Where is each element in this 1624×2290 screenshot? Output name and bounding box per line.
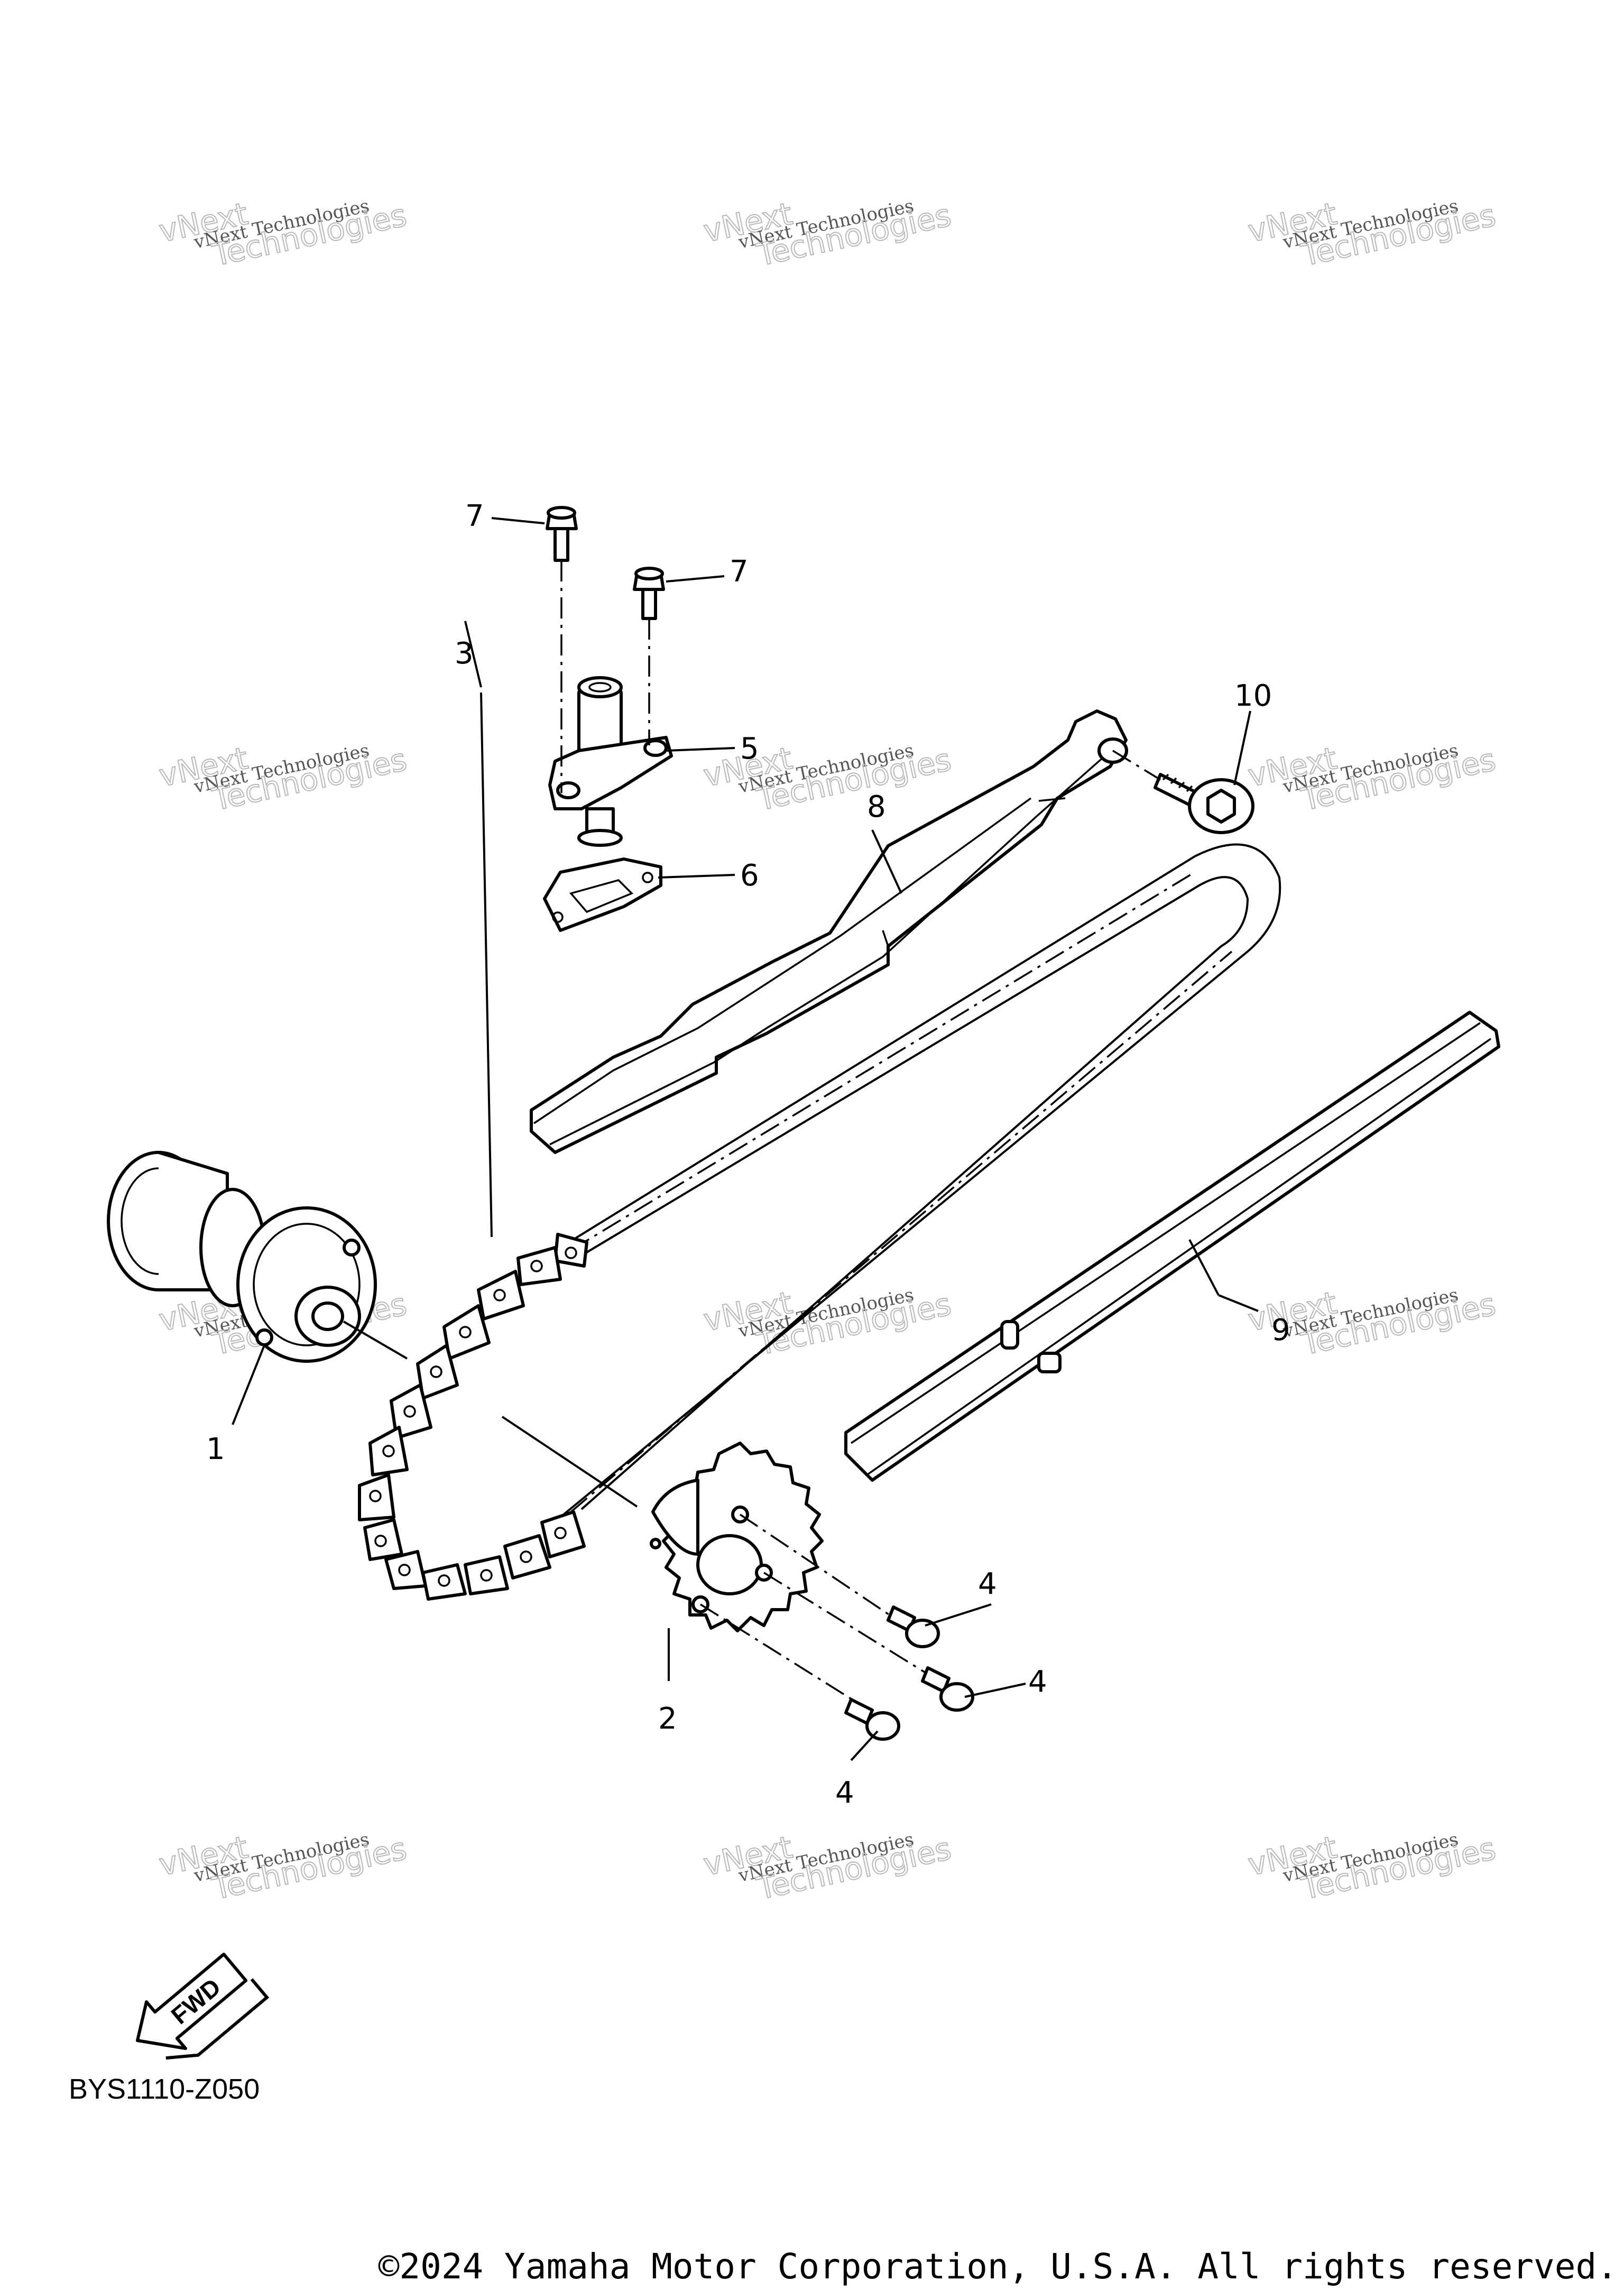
- guide-bolt: [1112, 750, 1254, 834]
- chain-tensioner: [548, 676, 673, 847]
- tensioner-bolts: [546, 506, 665, 793]
- bolt-4c: [844, 1698, 900, 1741]
- watermark: vNext vNext Technologies Technologies: [1244, 740, 1499, 818]
- watermark: vNext vNext Technologies Technologies: [1244, 195, 1499, 274]
- callout-9: 9: [1271, 1313, 1290, 1347]
- callout-4b: 4: [1028, 1665, 1047, 1699]
- callouts: 1 2 3 4 4 4 5 6 7 7 8 9 10: [206, 499, 1290, 1810]
- callout-4c: 4: [835, 1776, 854, 1810]
- callout-6: 6: [740, 858, 759, 893]
- bolt-4a: [887, 1605, 940, 1648]
- diagram-code: BYS1110-Z050: [69, 2073, 260, 2105]
- callout-7a: 7: [465, 499, 484, 533]
- sprocket-bolts: [700, 1513, 974, 1741]
- watermark: vNext vNext Technologies Technologies: [1244, 1829, 1499, 1907]
- callout-1: 1: [206, 1432, 225, 1466]
- cam-chain: [358, 843, 1281, 1601]
- copyright-notice: ©2024 Yamaha Motor Corporation, U.S.A. A…: [379, 2246, 1618, 2287]
- watermark: vNext vNext Technologies Technologies: [155, 195, 410, 274]
- callout-7b: 7: [730, 555, 749, 589]
- bolt-4b: [921, 1666, 974, 1712]
- callout-10: 10: [1234, 679, 1272, 713]
- leader-lines: [232, 517, 1259, 1761]
- tensioner-gasket: [543, 857, 662, 932]
- watermark: vNext vNext Technologies Technologies: [155, 1829, 410, 1907]
- watermark: vNext vNext Technologies Technologies: [1244, 1284, 1499, 1363]
- callout-4a: 4: [978, 1567, 997, 1601]
- callout-8: 8: [867, 790, 886, 824]
- cam-sprocket: [501, 1416, 824, 1632]
- callout-5: 5: [740, 732, 759, 766]
- fwd-arrow-icon: FWD: [136, 1952, 270, 2060]
- bolt-7b: [633, 567, 665, 620]
- bolt-7a: [546, 506, 578, 562]
- watermark: vNext vNext Technologies Technologies: [700, 1829, 955, 1907]
- watermark: vNext vNext Technologies Technologies: [700, 195, 955, 274]
- watermark-grid: vNext vNext Technologies Technologies vN…: [155, 195, 1499, 1907]
- watermark: vNext vNext Technologies Technologies: [700, 740, 955, 818]
- callout-3: 3: [455, 636, 474, 671]
- camshaft: [107, 1151, 408, 1363]
- callout-2: 2: [658, 1702, 677, 1736]
- watermark: vNext vNext Technologies Technologies: [700, 1284, 955, 1363]
- chain-guide-lower: [844, 1011, 1500, 1482]
- watermark: vNext vNext Technologies Technologies: [155, 740, 410, 818]
